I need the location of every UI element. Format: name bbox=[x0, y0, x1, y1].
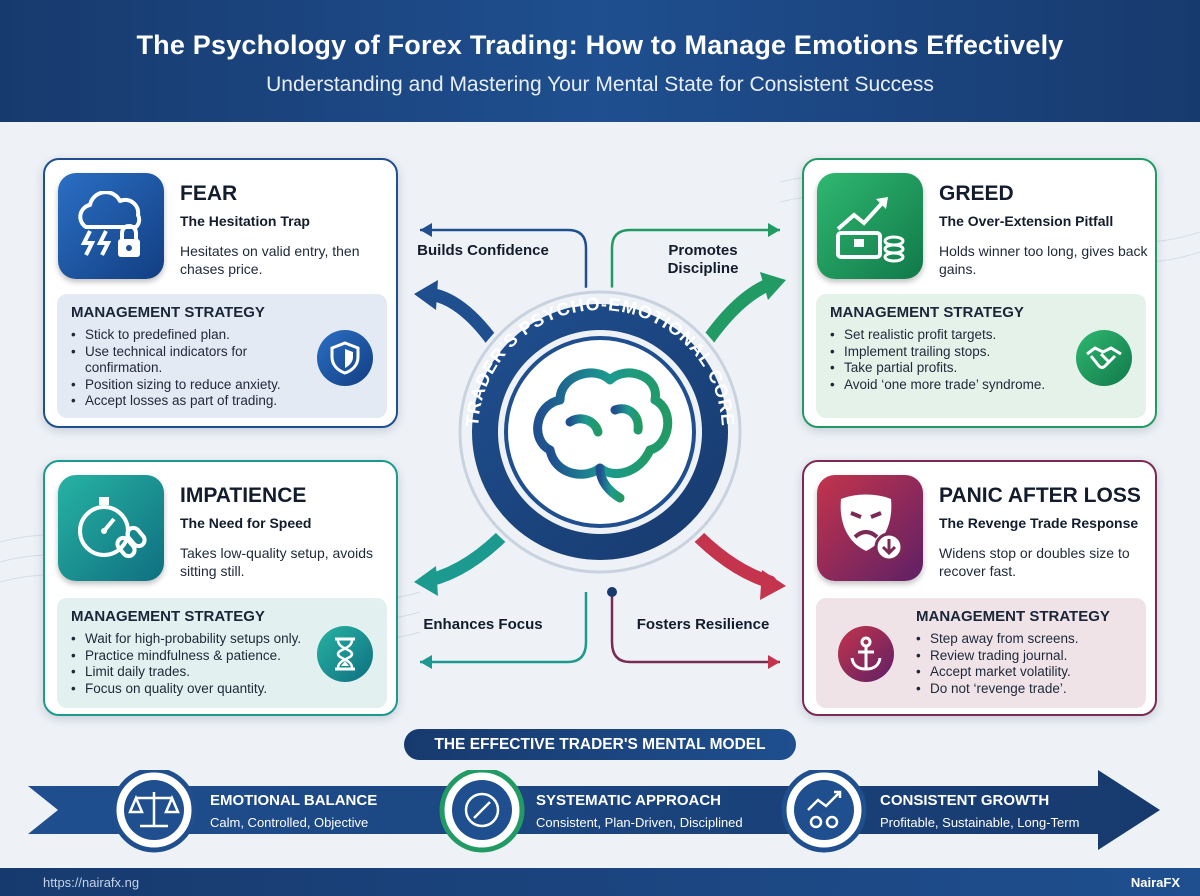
list-item: Review trading journal. bbox=[916, 648, 1136, 665]
panic-strategy-list: Step away from screens. Review trading j… bbox=[916, 631, 1136, 697]
impatience-strategy-panel: MANAGEMENT STRATEGY Wait for high-probab… bbox=[57, 598, 387, 708]
panic-title: PANIC AFTER LOSS bbox=[939, 484, 1141, 507]
tragedy-mask-icon bbox=[817, 475, 923, 581]
mental-model-ribbon bbox=[28, 770, 1160, 853]
list-item: Use technical indicators for confirmatio… bbox=[71, 344, 316, 377]
page-title: The Psychology of Forex Trading: How to … bbox=[136, 30, 1064, 60]
stopwatch-chain-icon bbox=[58, 475, 164, 581]
fear-title: FEAR bbox=[180, 182, 238, 205]
greed-subtitle: The Over-Extension Pitfall bbox=[939, 213, 1114, 229]
list-item: Stick to predefined plan. bbox=[71, 327, 316, 344]
greed-title: GREED bbox=[939, 182, 1014, 205]
step-desc: Consistent, Plan-Driven, Disciplined bbox=[536, 815, 743, 830]
footer-bar: https://nairafx.ng NairaFX bbox=[0, 868, 1200, 896]
label-enhances-focus: Enhances Focus bbox=[423, 616, 543, 633]
panic-strategy-panel: MANAGEMENT STRATEGY Step away from scree… bbox=[816, 598, 1146, 708]
fear-strategy-list: Stick to predefined plan. Use technical … bbox=[71, 327, 316, 410]
panic-subtitle: The Revenge Trade Response bbox=[939, 515, 1139, 531]
step-systematic-approach: SYSTEMATIC APPROACH Consistent, Plan-Dri… bbox=[536, 792, 743, 830]
compass-icon bbox=[464, 792, 500, 828]
footer-url[interactable]: https://nairafx.ng bbox=[43, 875, 140, 890]
list-item: Implement trailing stops. bbox=[830, 344, 1075, 361]
list-item: Practice mindfulness & patience. bbox=[71, 648, 316, 665]
step-title: SYSTEMATIC APPROACH bbox=[536, 792, 722, 809]
fear-card: FEAR The Hesitation Trap Hesitates on va… bbox=[43, 158, 398, 428]
step-title: CONSISTENT GROWTH bbox=[880, 792, 1050, 809]
greed-strategy-heading: MANAGEMENT STRATEGY bbox=[830, 304, 1024, 321]
greed-strategy-panel: MANAGEMENT STRATEGY Set realistic profit… bbox=[816, 294, 1146, 418]
list-item: Accept market volatility. bbox=[916, 664, 1136, 681]
fear-description: Hesitates on valid entry, then chases pr… bbox=[180, 243, 360, 277]
impatience-strategy-list: Wait for high-probability setups only. P… bbox=[71, 631, 316, 697]
money-chest-chart-icon bbox=[817, 173, 923, 279]
header-banner: The Psychology of Forex Trading: How to … bbox=[0, 0, 1200, 122]
list-item: Take partial profits. bbox=[830, 360, 1075, 377]
fear-subtitle: The Hesitation Trap bbox=[180, 213, 310, 229]
mental-model-title: THE EFFECTIVE TRADER'S MENTAL MODEL bbox=[404, 729, 796, 760]
impatience-description: Takes low-quality setup, avoids sitting … bbox=[180, 545, 373, 579]
step-consistent-growth: CONSISTENT GROWTH Profitable, Sustainabl… bbox=[880, 792, 1079, 830]
step-desc: Profitable, Sustainable, Long-Term bbox=[880, 815, 1080, 830]
list-item: Step away from screens. bbox=[916, 631, 1136, 648]
list-item: Avoid ‘one more trade’ syndrome. bbox=[830, 377, 1075, 394]
greed-strategy-list: Set realistic profit targets. Implement … bbox=[830, 327, 1075, 393]
list-item: Wait for high-probability setups only. bbox=[71, 631, 316, 648]
footer-brand: NairaFX bbox=[1130, 875, 1180, 890]
page-subtitle: Understanding and Mastering Your Mental … bbox=[266, 73, 934, 96]
anchor-icon bbox=[838, 626, 894, 682]
scales-icon bbox=[128, 792, 180, 828]
list-item: Limit daily trades. bbox=[71, 664, 316, 681]
hourglass-icon bbox=[317, 626, 373, 682]
panic-description: Widens stop or doubles size to recover f… bbox=[939, 545, 1130, 579]
list-item: Focus on quality over quantity. bbox=[71, 681, 316, 698]
impatience-card: IMPATIENCE The Need for Speed Takes low-… bbox=[43, 460, 398, 716]
brain-icon bbox=[533, 368, 673, 503]
list-item: Position sizing to reduce anxiety. bbox=[71, 377, 316, 394]
step-title: EMOTIONAL BALANCE bbox=[210, 792, 378, 809]
list-item: Do not ‘revenge trade’. bbox=[916, 681, 1136, 698]
impatience-strategy-heading: MANAGEMENT STRATEGY bbox=[71, 608, 265, 625]
step-desc: Calm, Controlled, Objective bbox=[210, 815, 369, 830]
list-item: Set realistic profit targets. bbox=[830, 327, 1075, 344]
panic-strategy-heading: MANAGEMENT STRATEGY bbox=[916, 608, 1110, 625]
step-emotional-balance: EMOTIONAL BALANCE Calm, Controlled, Obje… bbox=[210, 792, 377, 830]
shield-icon bbox=[317, 330, 373, 386]
label-promotes-discipline: Promotes Discipline bbox=[667, 242, 739, 277]
label-fosters-resilience: Fosters Resilience bbox=[636, 616, 770, 633]
connector-bottom-left bbox=[420, 592, 588, 664]
handshake-icon bbox=[1076, 330, 1132, 386]
connector-top-left bbox=[420, 228, 588, 300]
fear-strategy-heading: MANAGEMENT STRATEGY bbox=[71, 304, 265, 321]
cloud-lightning-lock-icon bbox=[58, 173, 164, 279]
impatience-title: IMPATIENCE bbox=[180, 484, 307, 507]
list-item: Accept losses as part of trading. bbox=[71, 393, 316, 410]
core-diagram: TRADER'S PSYCHO-EMOTIONAL CORE bbox=[414, 223, 786, 669]
growth-gears-icon bbox=[807, 790, 842, 829]
fear-strategy-panel: MANAGEMENT STRATEGY Stick to predefined … bbox=[57, 294, 387, 418]
greed-card: GREED The Over-Extension Pitfall Holds w… bbox=[802, 158, 1157, 428]
connector-bottom-right bbox=[610, 592, 780, 664]
connector-top-right bbox=[610, 228, 780, 300]
impatience-subtitle: The Need for Speed bbox=[180, 515, 312, 531]
label-builds-confidence: Builds Confidence bbox=[417, 242, 549, 259]
greed-description: Holds winner too long, gives back gains. bbox=[939, 243, 1148, 277]
panic-card: PANIC AFTER LOSS The Revenge Trade Respo… bbox=[802, 460, 1157, 716]
